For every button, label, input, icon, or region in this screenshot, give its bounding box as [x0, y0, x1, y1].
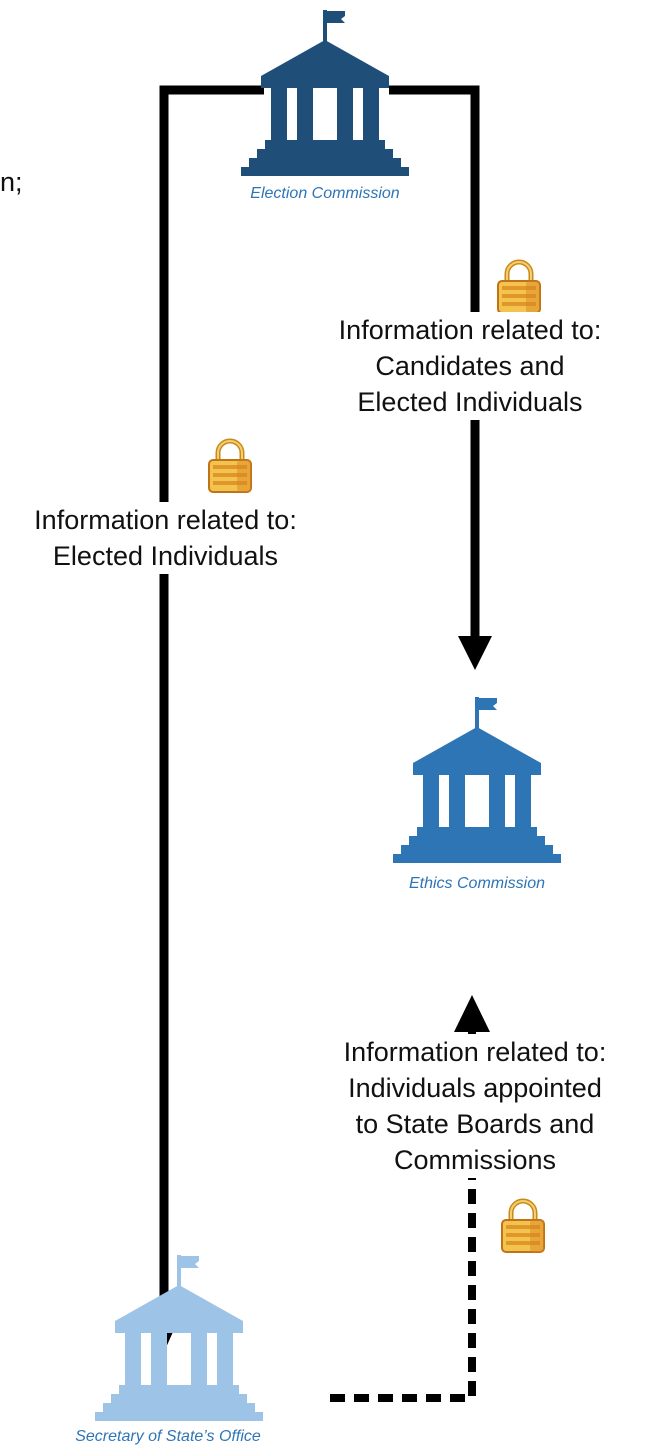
- left-text-fragment: n;: [0, 167, 23, 197]
- ethics-commission-caption: Ethics Commission: [408, 875, 546, 892]
- edge-label-election-to-sos: Information related to: Elected Individu…: [8, 502, 323, 574]
- padlock-icon: [209, 441, 251, 492]
- edge-label-line: Candidates and: [375, 351, 565, 381]
- edge-label-line: Individuals appointed: [348, 1073, 602, 1103]
- edge-election-to-sos: [147, 85, 264, 1352]
- edge-label-line: Elected Individuals: [357, 387, 583, 417]
- secretary-of-state-caption: Secretary of State’s Office: [75, 1428, 261, 1445]
- edge-election-to-ethics: [389, 85, 492, 670]
- edge-label-line: Information related to:: [343, 1037, 607, 1067]
- edge-label-line: Commissions: [393, 1145, 557, 1175]
- secretary-of-state-building-icon: [95, 1255, 263, 1421]
- edge-label-line: Information related to:: [34, 505, 297, 535]
- edge-label-line: to State Boards and: [355, 1109, 595, 1139]
- padlock-icon: [502, 1201, 544, 1252]
- election-commission-caption: Election Commission: [250, 185, 400, 202]
- election-commission-building-icon: [241, 10, 409, 176]
- edge-label-line: Information related to:: [338, 315, 602, 345]
- ethics-commission-building-icon: [393, 697, 561, 863]
- edge-label-line: Elected Individuals: [52, 541, 279, 571]
- edge-label-election-to-ethics: Information related to: Candidates and E…: [315, 312, 625, 420]
- edge-label-sos-to-ethics: Information related to: Individuals appo…: [314, 1034, 636, 1178]
- padlock-icon: [498, 262, 540, 313]
